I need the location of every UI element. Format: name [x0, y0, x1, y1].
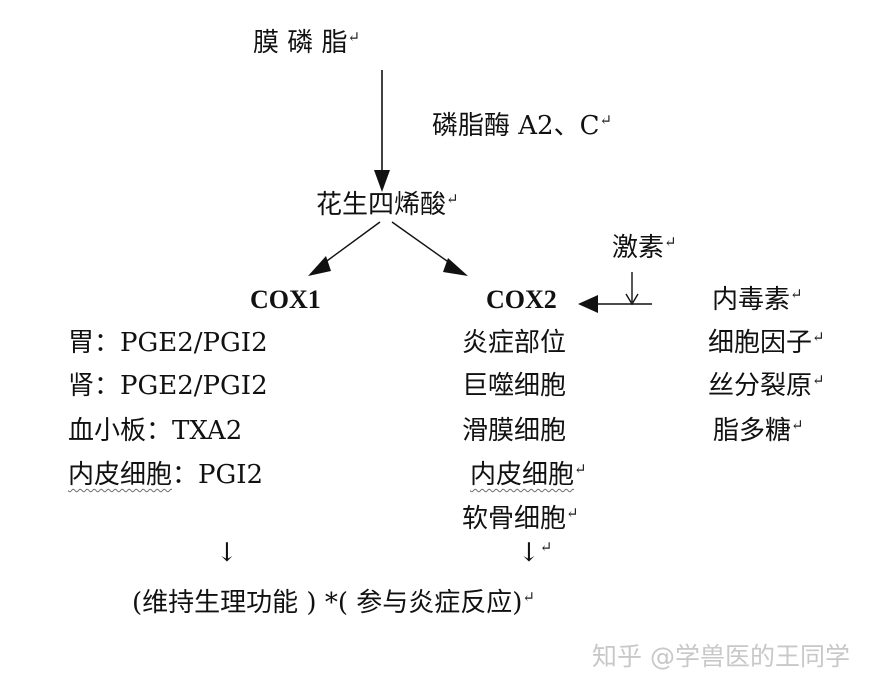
cox2-item-inflammation-site: 炎症部位 [462, 328, 567, 358]
cox2-outcome-arrow: ↓↵ [518, 538, 553, 568]
cox1-title: COX1 [250, 285, 321, 314]
cox1-item-stomach: 胃：PGE2/PGI2 [68, 328, 268, 358]
inducer-mitogen: 丝分裂原↵ [708, 371, 825, 401]
arrowhead-aa-to-cox2 [443, 258, 468, 276]
inducer-endotoxin: 内毒素↵ [712, 285, 803, 315]
cox2-item-macrophage: 巨噬细胞 [462, 371, 567, 401]
arrowhead-aa-to-cox1 [308, 256, 331, 276]
arachidonic-acid-label: 花生四烯酸↵ [316, 190, 459, 220]
arrow-aa-to-cox2 [391, 221, 455, 267]
cox2-item-endothelial: 内皮细胞↵ [470, 460, 587, 490]
outcome-line: (维持生理功能 ) *( 参与炎症反应)↵ [132, 588, 535, 618]
hormone-label: 激素↵ [612, 233, 677, 263]
cox2-title: COX2 [486, 285, 557, 314]
cox2-item-synoviocyte: 滑膜细胞 [462, 416, 567, 446]
phospholipase-label: 磷脂酶 A2、C↵ [432, 111, 613, 141]
cox2-item-chondrocyte: 软骨细胞↵ [462, 504, 579, 534]
zhihu-watermark: 知乎 @学兽医的王同学 [592, 642, 850, 671]
membrane-phospholipid-label: 膜 磷 脂↵ [253, 28, 361, 58]
cox1-item-kidney: 肾：PGE2/PGI2 [68, 371, 268, 401]
arrowhead-inducers-to-cox2 [578, 295, 598, 313]
cox1-item-endothelial: 内皮细胞：PGI2 [68, 460, 264, 490]
cox1-outcome-arrow: ↓ [216, 538, 238, 568]
arrow-aa-to-cox1 [319, 221, 381, 267]
inducer-cytokine: 细胞因子↵ [708, 328, 825, 358]
inducer-lps: 脂多糖↵ [713, 416, 804, 446]
arrowhead-membrane-to-aa [374, 170, 390, 192]
cox1-item-platelet: 血小板：TXA2 [68, 416, 243, 446]
